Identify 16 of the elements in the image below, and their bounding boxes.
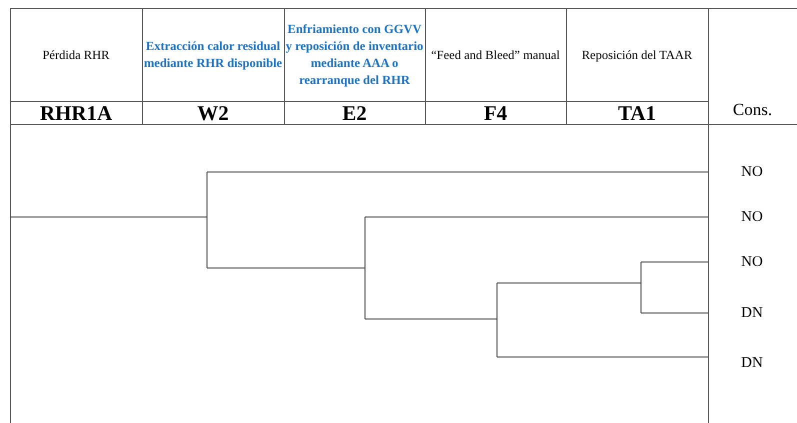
outcome-label: NO [741,253,763,271]
column-header: Pérdida RHR [42,46,110,64]
column-header: Extracción calor residual mediante RHR disponible [142,38,284,72]
event-code: W2 [197,102,229,124]
event-code: RHR1A [40,102,112,124]
outcome-label: DN [741,304,763,322]
column-header: Enfriamiento con GGVV y reposición de inventario mediante AAA o rearranque del RHR [284,21,424,89]
outcome-label: DN [741,354,763,372]
event-code: E2 [342,102,367,124]
column-header: “Feed and Bleed” manual [431,46,560,64]
column-header: Cons. [732,100,772,120]
outcome-label: NO [741,208,763,226]
event-code: F4 [484,102,508,124]
column-header: Reposición del TAAR [582,46,692,64]
outcome-label: NO [741,163,763,181]
event-code: TA1 [618,102,656,124]
